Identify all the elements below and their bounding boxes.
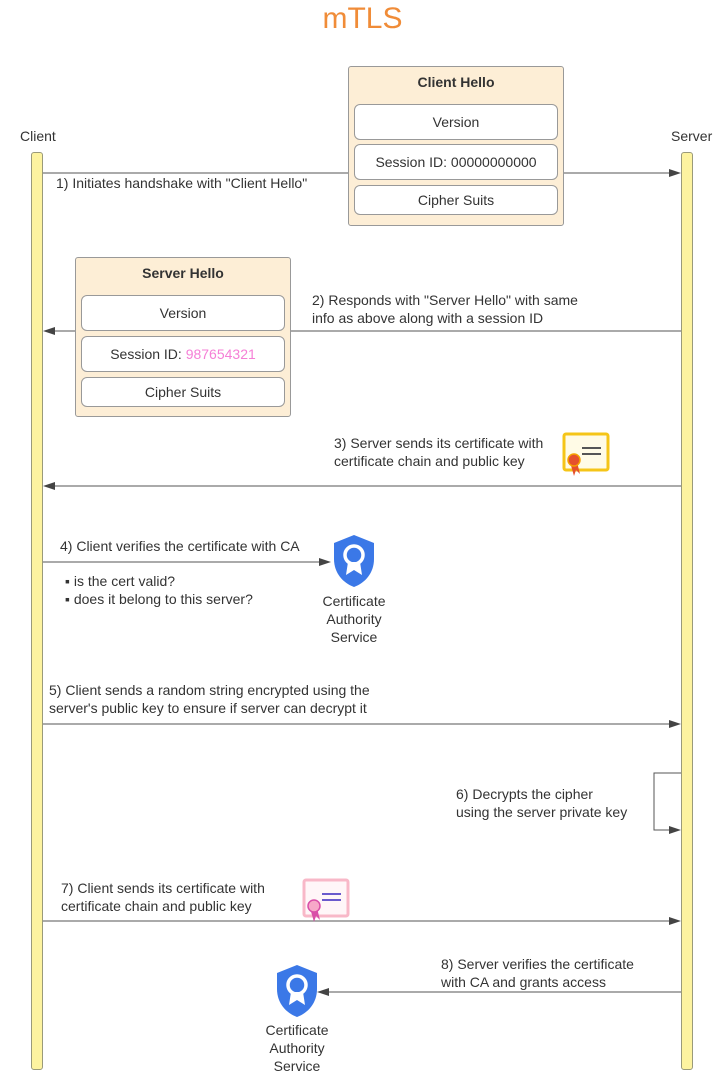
server-lifeline bbox=[681, 152, 693, 1070]
session-id-value: 987654321 bbox=[185, 346, 256, 362]
server-hello-title: Server Hello bbox=[142, 265, 224, 281]
step-7-label-line2: certificate chain and public key bbox=[61, 898, 252, 914]
server-lifeline-label: Server bbox=[671, 128, 713, 144]
step-2-label-line1: 2) Responds with "Server Hello" with sam… bbox=[312, 292, 578, 308]
client-lifeline-label: Client bbox=[20, 128, 56, 144]
shield-icon bbox=[334, 535, 374, 587]
server-hello-session-id: Session ID: 987654321 bbox=[81, 336, 285, 372]
step-3-label-line1: 3) Server sends its certificate with bbox=[334, 435, 544, 451]
step-1-label: 1) Initiates handshake with "Client Hell… bbox=[56, 175, 308, 191]
client-hello-cipher-suits: Cipher Suits bbox=[354, 185, 558, 215]
step-8-label-line1: 8) Server verifies the certificate bbox=[441, 956, 634, 972]
step-2-label-line2: info as above along with a session ID bbox=[312, 310, 544, 326]
server-hello-box: Server Hello Version Session ID: 9876543… bbox=[75, 257, 291, 417]
step-6-label-line1: 6) Decrypts the cipher bbox=[456, 786, 593, 802]
certificate-icon bbox=[302, 878, 350, 922]
ca-service-label-2: Certificate Authority Service bbox=[265, 1022, 329, 1074]
step-8-label-line2: with CA and grants access bbox=[441, 974, 606, 990]
step-5-label-line2: server's public key to ensure if server … bbox=[49, 700, 367, 716]
client-hello-title: Client Hello bbox=[417, 74, 495, 90]
step-4-bullet-2: ▪ does it belong to this server? bbox=[65, 591, 253, 607]
client-hello-session-id: Session ID: 00000000000 bbox=[354, 144, 558, 180]
server-hello-cipher-suits: Cipher Suits bbox=[81, 377, 285, 407]
shield-icon bbox=[277, 965, 317, 1017]
page-title: mTLS bbox=[322, 2, 403, 35]
ca-service-label: Certificate Authority Service bbox=[322, 593, 386, 645]
client-hello-box: Client Hello Version Session ID: 0000000… bbox=[348, 66, 564, 226]
step-7-label-line1: 7) Client sends its certificate with bbox=[61, 880, 265, 896]
client-lifeline bbox=[31, 152, 43, 1070]
step-6-label-line2: using the server private key bbox=[456, 804, 628, 820]
client-hello-version: Version bbox=[354, 104, 558, 140]
session-id-prefix: Session ID: bbox=[110, 346, 186, 362]
step-5-label-line1: 5) Client sends a random string encrypte… bbox=[49, 682, 370, 698]
step-4-bullet-1: ▪ is the cert valid? bbox=[65, 573, 176, 589]
step-3-label-line2: certificate chain and public key bbox=[334, 453, 525, 469]
certificate-icon bbox=[562, 432, 610, 476]
server-hello-version: Version bbox=[81, 295, 285, 331]
step-4-label: 4) Client verifies the certificate with … bbox=[60, 538, 300, 554]
